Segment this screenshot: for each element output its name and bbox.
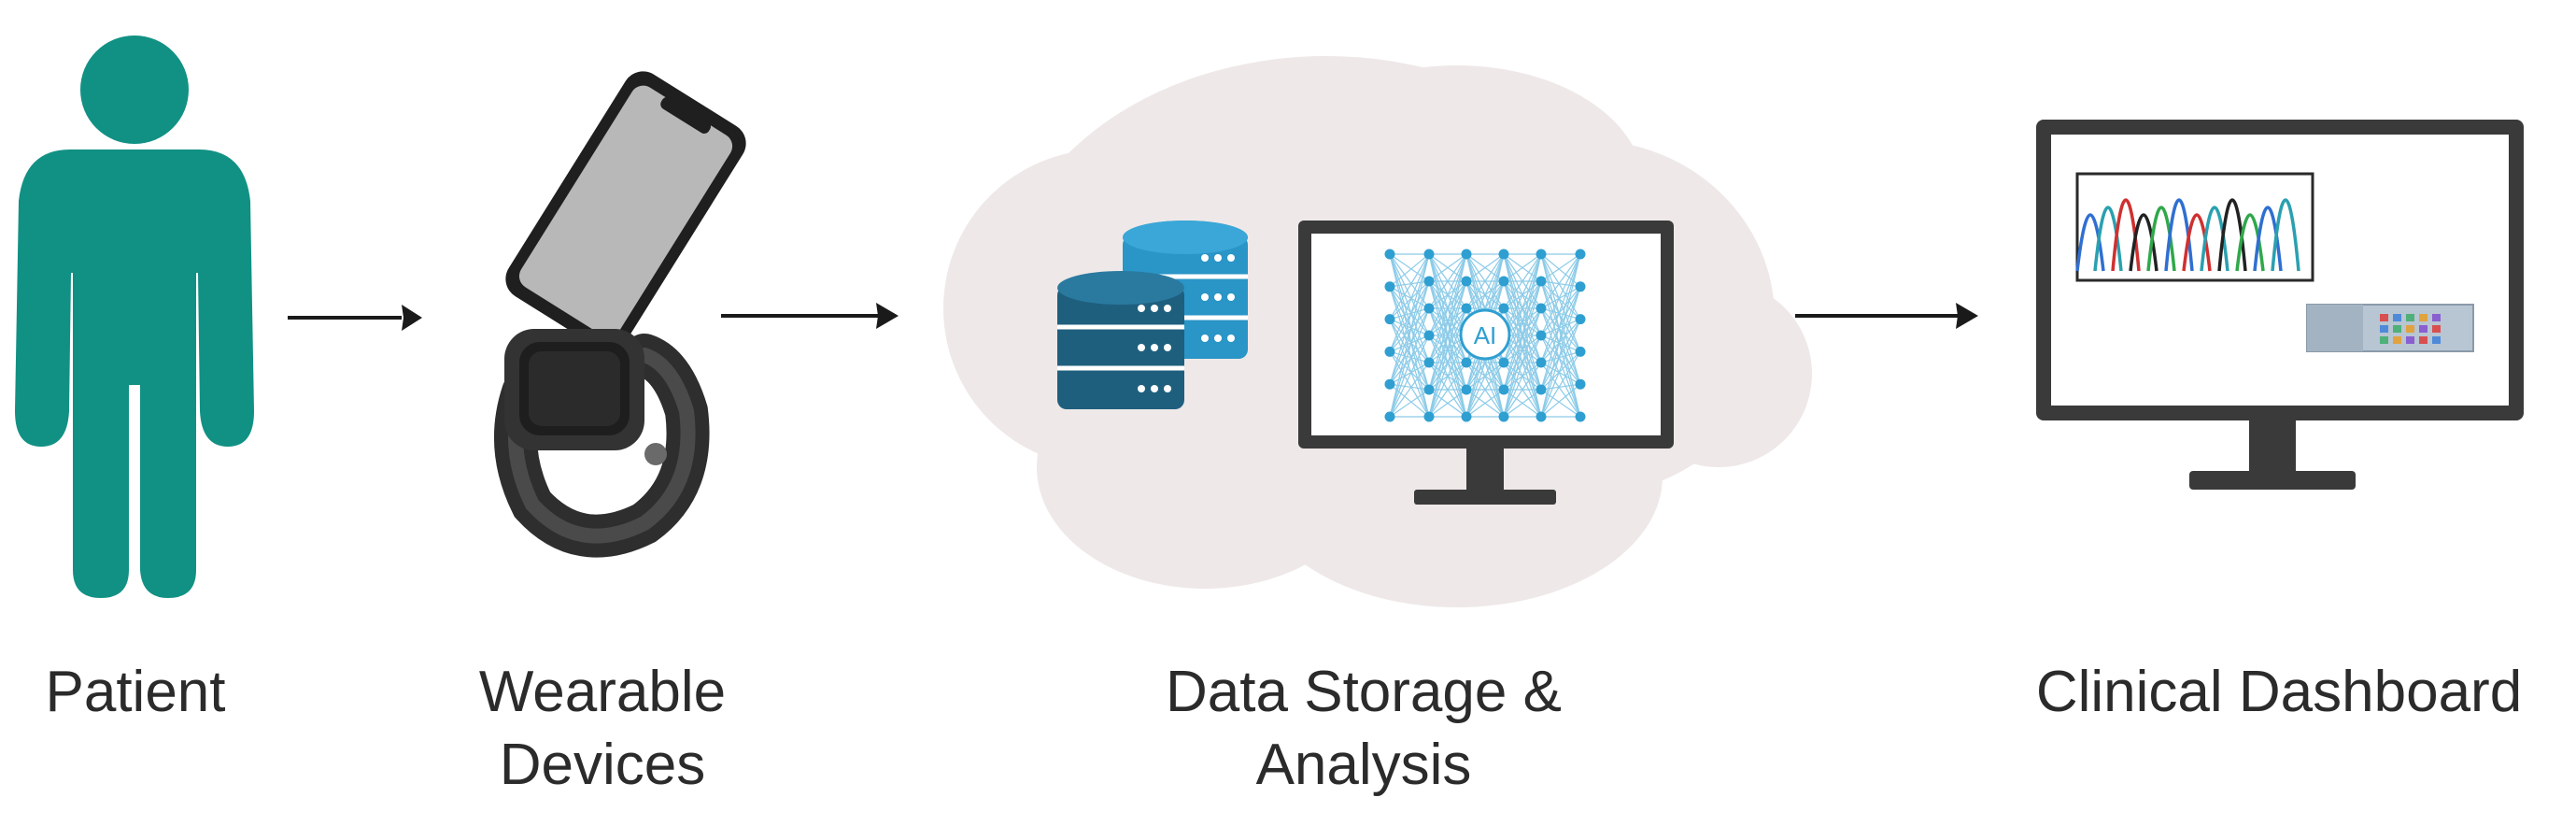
network-node [1461, 357, 1472, 368]
chromatogram-peak [2093, 206, 2123, 272]
network-node [1461, 384, 1472, 395]
smartwatch-icon [494, 329, 710, 558]
network-node [1498, 384, 1509, 395]
swatch [2406, 314, 2414, 321]
network-node [1498, 357, 1509, 368]
person-icon [15, 36, 254, 598]
network-node [1423, 411, 1435, 422]
network-node [1384, 249, 1395, 260]
chromatogram-peak [2200, 206, 2229, 272]
arrowhead [402, 305, 422, 331]
network-node [1536, 411, 1547, 422]
network-node [1423, 303, 1435, 314]
chromatogram-peak [2182, 213, 2212, 272]
swatch [2419, 336, 2427, 344]
network-node [1461, 303, 1472, 314]
chromatogram-peak [2235, 213, 2265, 272]
swatch [2419, 325, 2427, 333]
color-swatch-grid [2380, 314, 2441, 344]
network-node [1384, 378, 1395, 390]
label-wearable-devices: Wearable Devices [478, 660, 727, 797]
network-node [1498, 411, 1509, 422]
swatch [2393, 314, 2401, 321]
label-data-storage-analysis: Data Storage & Analysis [1166, 660, 1562, 797]
network-node [1536, 384, 1547, 395]
network-node [1575, 314, 1586, 325]
chromatogram-peak [2271, 198, 2300, 272]
ai-monitor: AI [1298, 221, 1674, 505]
chromatogram-peak [2075, 213, 2105, 272]
swatch [2393, 325, 2401, 333]
swatch [2432, 325, 2441, 333]
label-clinical-dashboard: Clinical Dashboard [2035, 660, 2523, 724]
network-node [1575, 346, 1586, 357]
network-node [1536, 276, 1547, 287]
chromatogram-peak [2146, 206, 2176, 272]
ai-label: AI [1474, 321, 1497, 349]
network-node [1423, 249, 1435, 260]
network-node [1384, 411, 1395, 422]
smartphone-icon [505, 71, 746, 351]
network-node [1498, 303, 1509, 314]
network-node [1536, 303, 1547, 314]
network-node [1423, 357, 1435, 368]
network-node [1384, 346, 1395, 357]
network-node [1423, 330, 1435, 341]
network-node [1536, 249, 1547, 260]
label-patient: Patient [45, 660, 226, 724]
monitor-icon [2036, 120, 2524, 490]
network-node [1461, 411, 1472, 422]
network-node [1498, 276, 1509, 287]
swatch [2406, 325, 2414, 333]
network-node [1384, 281, 1395, 292]
network-node [1461, 249, 1472, 260]
network-node [1575, 411, 1586, 422]
swatch [2393, 336, 2401, 344]
swatch [2380, 314, 2388, 321]
chromatogram-peak [2253, 206, 2283, 272]
network-node [1575, 249, 1586, 260]
network-node [1384, 314, 1395, 325]
network-node [1423, 384, 1435, 395]
network-node [1536, 357, 1547, 368]
network-node [1423, 276, 1435, 287]
swatch [2419, 314, 2427, 321]
chromatogram-peak [2129, 213, 2158, 272]
network-node [1536, 330, 1547, 341]
network-node [1575, 281, 1586, 292]
arrowhead [876, 303, 899, 329]
swatch [2406, 336, 2414, 344]
chromatogram-chart [2075, 198, 2300, 272]
network-node [1575, 378, 1586, 390]
database-icon [1057, 221, 1248, 409]
network-node [1461, 276, 1472, 287]
swatch [2432, 336, 2441, 344]
swatch [2432, 314, 2441, 321]
swatch [2380, 325, 2388, 333]
network-node [1498, 249, 1509, 260]
swatch [2380, 336, 2388, 344]
arrowhead [1956, 303, 1978, 329]
